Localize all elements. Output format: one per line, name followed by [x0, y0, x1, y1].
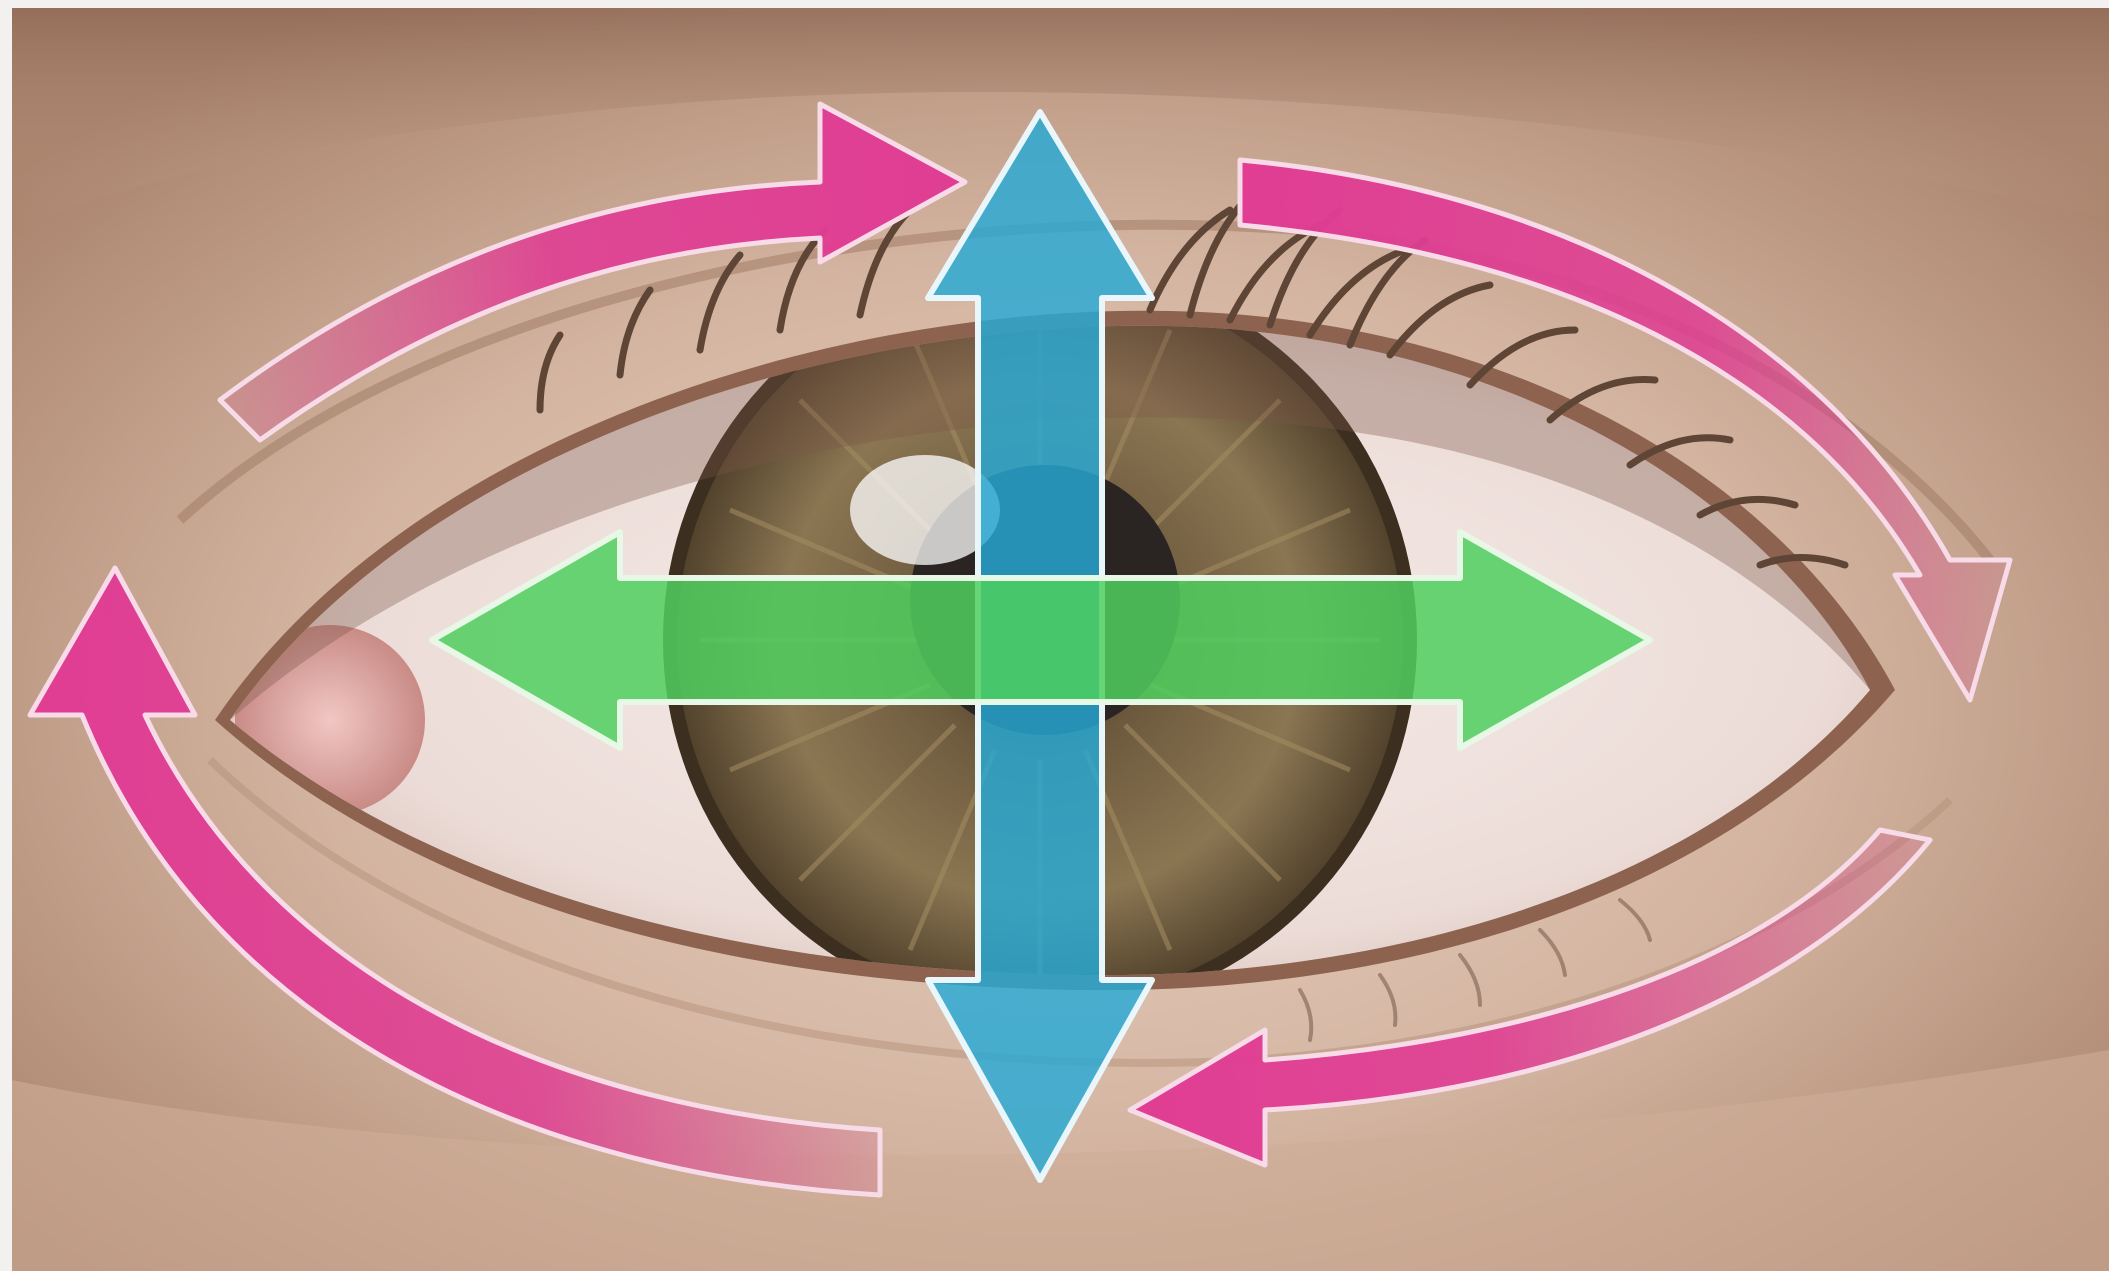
eye-exercise-illustration — [0, 0, 2109, 1271]
eye-illustration-svg — [0, 0, 2109, 1271]
